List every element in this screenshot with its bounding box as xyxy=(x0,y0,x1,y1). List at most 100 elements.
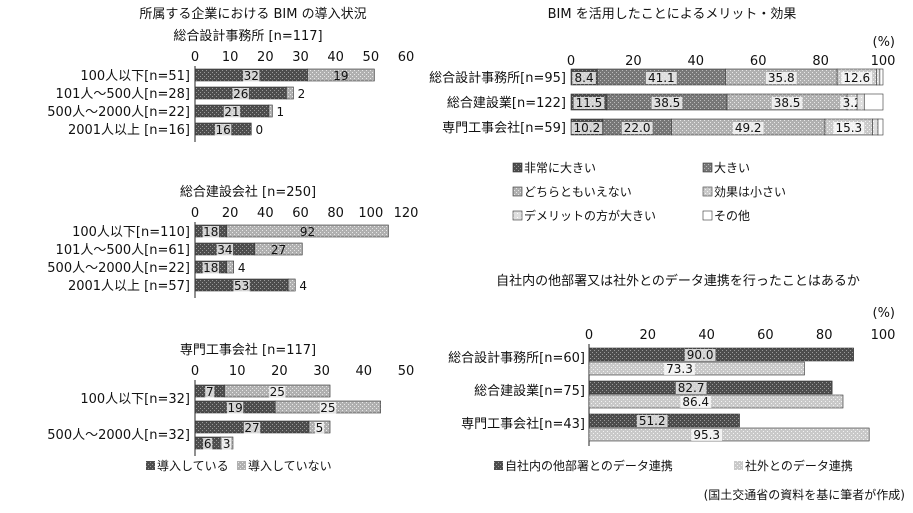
adoption-value-label-bg xyxy=(202,226,220,238)
adoption-category-label: 500人～2000人[n=32] xyxy=(47,428,190,443)
adoption-value-label: 26 xyxy=(233,87,248,101)
merit-bar-segment xyxy=(879,68,884,86)
adoption-value-label-bg xyxy=(222,438,232,450)
adoption-value-label-bg xyxy=(226,402,244,414)
linkage-category-label: 専門工事会社[n=43] xyxy=(461,416,585,432)
adoption-value-label: 32 xyxy=(244,69,259,83)
linkage-tick-label: 100 xyxy=(871,328,896,343)
adoption-value-label-bg xyxy=(205,386,215,398)
merit-unit: (%) xyxy=(873,35,896,50)
merit-value-label: 15.3 xyxy=(835,121,862,135)
adoption-category-label: 101人～500人[n=28] xyxy=(56,87,190,102)
merit-tick-label: 0 xyxy=(567,54,575,69)
legend-label-not-adopted: 導入していない xyxy=(248,459,332,473)
linkage-title: 自社内の他部署又は社外とのデータ連携を行ったことはあるか xyxy=(496,273,860,289)
adoption-value-label: 34 xyxy=(217,243,232,257)
adoption-value-label-bg xyxy=(232,88,249,100)
adoption-value-label-bg xyxy=(223,106,241,118)
adoption-value-label: 18 xyxy=(203,261,218,275)
adoption-tick-label: 120 xyxy=(394,206,419,221)
merit-tick-label: 40 xyxy=(688,54,705,69)
adoption-value-label: 19 xyxy=(227,401,242,415)
merit-tick-label: 60 xyxy=(750,54,767,69)
linkage-bar xyxy=(588,347,854,362)
linkage-value-label: 90.0 xyxy=(687,348,714,362)
legend-swatch-adopted xyxy=(146,461,155,470)
adoption-tick-label: 20 xyxy=(257,50,274,65)
merit-value-label-bg xyxy=(571,122,603,134)
linkage-bar xyxy=(588,380,833,395)
merit-bar-segment xyxy=(876,68,881,86)
merit-tick-label: 80 xyxy=(812,54,829,69)
adoption-value-label: 3 xyxy=(223,437,231,451)
adoption-category-label: 100人以下[n=51] xyxy=(80,69,190,84)
merit-value-label-bg xyxy=(621,122,653,134)
adoption-tick-label: 30 xyxy=(292,50,309,65)
adoption-value-label: 25 xyxy=(320,401,335,415)
adoption-value-label: 6 xyxy=(204,437,212,451)
adoption-value-label: 5 xyxy=(316,421,324,435)
adoption-tick-label: 50 xyxy=(398,364,415,379)
merit-legend-label: デメリットの方が大きい xyxy=(524,208,656,223)
merit-legend-swatch xyxy=(512,162,523,173)
linkage-value-label: 82.7 xyxy=(678,381,705,395)
adoption-value-label: 92 xyxy=(300,225,315,239)
adoption-category-label: 101人～500人[n=61] xyxy=(56,243,190,258)
adoption-tick-label: 0 xyxy=(191,206,199,221)
adoption-tick-label: 40 xyxy=(257,206,274,221)
adoption-category-label: 100人以下[n=32] xyxy=(80,392,190,407)
adoption-bar-not-adopted xyxy=(226,224,389,238)
adoption-value-label: 21 xyxy=(224,105,239,119)
adoption-value-label: 25 xyxy=(270,385,285,399)
merit-value-label: 22.0 xyxy=(624,121,651,135)
adoption-tick-label: 0 xyxy=(191,364,199,379)
adoption-bar-not-adopted xyxy=(287,278,296,292)
merit-value-label-bg xyxy=(765,72,797,84)
adoption-bar-not-adopted xyxy=(268,104,273,118)
merit-bar-segment xyxy=(856,93,865,111)
adoption-tick-label: 30 xyxy=(313,364,330,379)
merit-legend-label: 大きい xyxy=(714,161,750,175)
adoption-value-label: 19 xyxy=(333,69,348,83)
linkage-value-label: 73.3 xyxy=(666,362,693,376)
adoption-tick-label: 60 xyxy=(292,206,309,221)
linkage-category-label: 総合設計事務所[n=60] xyxy=(448,350,585,366)
merit-value-label-bg xyxy=(645,72,677,84)
adoption-value-label-bg xyxy=(269,386,286,398)
linkage-value-label-bg xyxy=(684,349,716,361)
adoption-category-label: 100人以下[n=110] xyxy=(72,225,190,240)
adoption-value-label-bg xyxy=(233,280,250,292)
linkage-tick-label: 20 xyxy=(640,328,657,343)
merit-value-label: 38.5 xyxy=(654,96,681,110)
adoption-value-label-bg xyxy=(216,244,234,256)
merit-legend-swatch xyxy=(512,186,523,197)
adoption-category-label: 2001人以上 [n=57] xyxy=(68,279,190,294)
adoption-value-label: 27 xyxy=(244,421,259,435)
merit-legend-label: 非常に大きい xyxy=(524,161,596,175)
merit-value-label: 10.2 xyxy=(574,121,601,135)
linkage-tick-label: 40 xyxy=(698,328,715,343)
adoption-value-label: 0 xyxy=(255,123,263,137)
adoption-value-label-bg xyxy=(243,422,261,434)
linkage-value-label-bg xyxy=(691,429,723,441)
adoption-tick-label: 20 xyxy=(271,364,288,379)
adoption-tick-label: 100 xyxy=(358,206,383,221)
adoption-value-label: 4 xyxy=(238,261,246,275)
adoption-value-label: 27 xyxy=(271,243,286,257)
adoption-value-label-bg xyxy=(314,422,325,434)
merit-value-label-bg xyxy=(771,97,803,109)
adoption-subtitle: 専門工事会社 [n=117] xyxy=(180,342,316,358)
adoption-category-label: 2001人以上 [n=16] xyxy=(68,123,190,138)
adoption-tick-label: 10 xyxy=(222,50,239,65)
merit-value-label: 38.5 xyxy=(774,96,801,110)
legend-swatch-external xyxy=(734,461,743,470)
linkage-unit: (%) xyxy=(873,306,896,321)
merit-legend-swatch xyxy=(702,162,713,173)
merit-title: BIM を活用したことによるメリット・効果 xyxy=(548,7,797,22)
merit-tick-label: 100 xyxy=(871,54,896,69)
